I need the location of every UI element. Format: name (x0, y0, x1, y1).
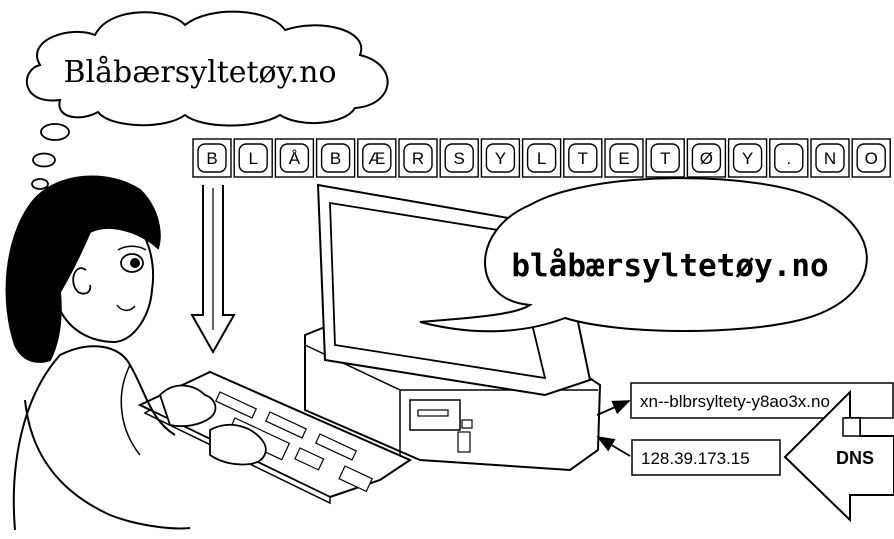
key-cap: O (851, 138, 891, 178)
thought-bubbles (31, 123, 70, 190)
dns-label: DNS (836, 448, 874, 468)
speech-text: blåbærsyltetøy.no (511, 248, 828, 284)
key-cap: Y (480, 138, 521, 178)
punycode-label: xn--blbrsyltety-y8ao3x.no (630, 382, 894, 419)
ip-text: 128.39.173.15 (641, 449, 750, 468)
key-label: Æ (368, 149, 385, 168)
key-cap: Ø (686, 138, 727, 178)
key-cap: T (645, 138, 685, 178)
key-label: O (865, 149, 878, 168)
speech-bubble: blåbærsyltetøy.no (419, 177, 868, 333)
key-cap: Å (274, 138, 315, 178)
key-label: Y (495, 149, 506, 168)
key-label: T (660, 149, 670, 168)
key-label: N (824, 149, 836, 168)
key-label: L (537, 149, 546, 168)
key-label: . (786, 149, 791, 168)
ip-label: 128.39.173.15 (631, 439, 781, 476)
key-cap: L (233, 138, 273, 178)
key-label: B (330, 149, 341, 168)
key-cap: B (192, 138, 232, 178)
thought-text: Blåbærsyltetøy.no (63, 55, 336, 90)
punycode-arrow (596, 400, 631, 416)
ip-arrow (596, 436, 631, 457)
key-cap: N (810, 138, 850, 178)
key-cap: S (439, 138, 479, 178)
key-cap: R (398, 138, 438, 178)
key-cap: E (604, 138, 644, 178)
key-label: R (412, 149, 424, 168)
key-cap: Æ (357, 138, 397, 178)
typing-arrow (190, 185, 236, 355)
key-label: L (248, 149, 257, 168)
key-label: E (618, 149, 629, 168)
dns-arrow: DNS (783, 389, 894, 523)
key-cap: B (315, 138, 356, 178)
key-cap: T (563, 138, 603, 178)
key-cap: Y (727, 138, 768, 178)
person (5, 175, 267, 531)
key-label: Å (289, 149, 301, 168)
key-label: S (454, 149, 465, 168)
punycode-text: xn--blbrsyltety-y8ao3x.no (640, 392, 830, 411)
key-cap: L (521, 138, 562, 178)
key-label: Ø (700, 149, 713, 168)
key-cap: . (769, 138, 809, 178)
key-label: T (578, 149, 588, 168)
key-label: Y (742, 149, 753, 168)
thought-cloud: Blåbærsyltetøy.no (25, 10, 389, 127)
key-sequence: B L Å B Æ R S Y L T E T Ø Y. N O (192, 138, 891, 178)
key-label: B (206, 149, 217, 168)
